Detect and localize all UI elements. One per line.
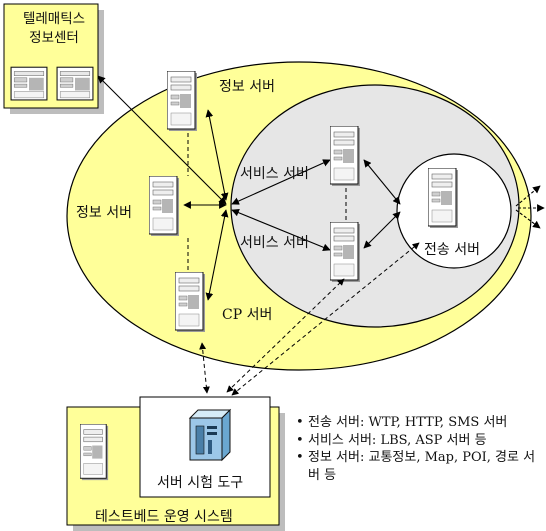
external-arrows <box>515 185 545 229</box>
server-icon <box>330 126 361 187</box>
server-icon <box>175 272 206 333</box>
server-icon <box>56 66 94 101</box>
server-icon <box>80 424 109 481</box>
legend-item-transfer: 전송 서버: WTP, HTTP, SMS 서버 <box>296 414 544 432</box>
transfer-server-label: 전송 서버 <box>424 242 480 258</box>
test-links <box>199 242 420 396</box>
telematics-title-line2: 정보센터 <box>29 30 79 46</box>
testbed-title: 테스트베드 운영 시스템 <box>95 509 233 525</box>
connection-arrows <box>97 75 401 301</box>
test-tool-device-icon <box>188 408 232 462</box>
info-server-left-label: 정보 서버 <box>76 205 132 221</box>
server-icon <box>10 66 48 101</box>
server-icon <box>428 168 459 229</box>
server-legend: 전송 서버: WTP, HTTP, SMS 서버 서비스 서버: LBS, AS… <box>296 414 544 484</box>
service-server-top-label: 서비스 서버 <box>240 166 309 182</box>
test-tool-label: 서버 시험 도구 <box>157 475 244 491</box>
legend-item-info: 정보 서버: 교통정보, Map, POI, 경로 서버 등 <box>296 449 544 484</box>
info-server-top-label: 정보 서버 <box>219 79 275 95</box>
service-server-bottom-label: 서비스 서버 <box>240 235 309 251</box>
legend-item-service: 서비스 서버: LBS, ASP 서버 등 <box>296 432 544 450</box>
server-icon <box>167 71 198 132</box>
server-icon <box>149 176 180 237</box>
telematics-title-line1: 텔레매틱스 <box>22 11 86 27</box>
cp-server-label: CP 서버 <box>222 307 273 323</box>
telematics-center-title: 텔레매틱스 정보센터 <box>10 10 98 48</box>
server-icon <box>330 222 361 283</box>
